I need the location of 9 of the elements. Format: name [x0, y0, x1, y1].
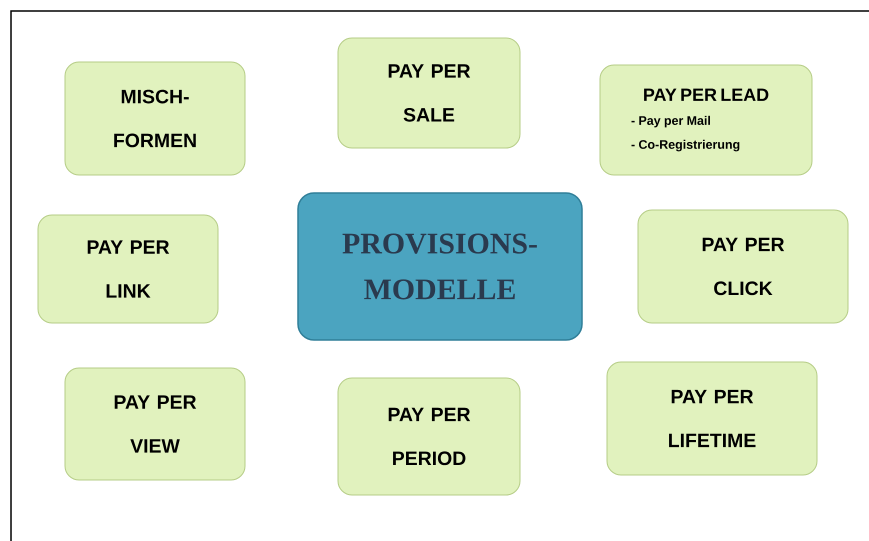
category-box: PAY PER SALE: [338, 38, 520, 148]
category-box: PAY PER LEAD - Pay per Mail - Co-Registrierung: [600, 64, 812, 176]
category-box: PAY PER CLICK: [638, 210, 848, 324]
category-box: PAY PER LINK: [38, 214, 218, 324]
category-box: PAY PER PERIOD: [338, 378, 520, 496]
category-box: PAY PER VIEW: [64, 368, 246, 480]
central-box: PROVISIONS- MODELLE: [297, 192, 583, 341]
category-box: PAY PER LIFETIME: [606, 362, 818, 476]
category-box: MISCH- FORMEN: [64, 62, 246, 176]
